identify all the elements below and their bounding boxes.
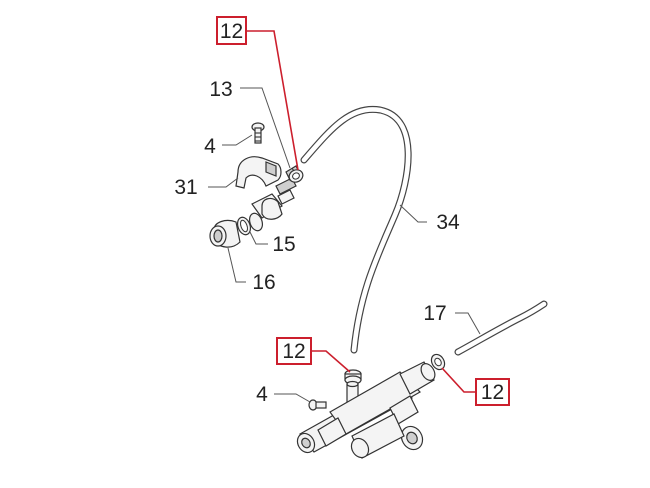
hose-34 bbox=[300, 105, 412, 354]
leader-16 bbox=[227, 247, 246, 283]
leader-12-right bbox=[441, 367, 476, 393]
o-ring-15 bbox=[236, 212, 264, 236]
callout-4-top: 4 bbox=[204, 135, 216, 158]
highlight-box-12-right bbox=[475, 378, 510, 406]
leader-12-mid bbox=[311, 350, 351, 373]
highlight-box-12-top bbox=[216, 16, 247, 45]
callout-12-mid: 12 bbox=[282, 340, 305, 363]
bracket-31 bbox=[235, 156, 282, 189]
lower-manifold-assembly bbox=[296, 353, 446, 459]
callout-15: 15 bbox=[272, 233, 295, 256]
callout-17: 17 bbox=[423, 302, 446, 325]
callout-13: 13 bbox=[209, 78, 232, 101]
leader-4-top bbox=[222, 134, 253, 146]
outlet-connectors bbox=[350, 361, 436, 459]
clamp-12-right bbox=[430, 353, 446, 371]
screw-4-bottom bbox=[308, 399, 327, 411]
callout-34: 34 bbox=[436, 211, 460, 234]
upper-valve-assembly bbox=[209, 122, 304, 248]
callout-4-bottom: 4 bbox=[256, 383, 268, 406]
leader-13 bbox=[240, 87, 291, 169]
callout-labels: 12 13 4 31 15 16 34 17 12 12 4 bbox=[174, 16, 510, 406]
clamp-12-top bbox=[288, 169, 304, 183]
highlight-box-12-mid bbox=[276, 337, 312, 365]
manifold-body bbox=[296, 371, 421, 454]
callout-12-right: 12 bbox=[481, 381, 504, 404]
callout-16: 16 bbox=[252, 271, 275, 294]
valve-body bbox=[251, 177, 297, 220]
screw-4-top bbox=[251, 122, 265, 144]
hose-17 bbox=[454, 300, 548, 356]
leader-15 bbox=[249, 231, 268, 245]
callout-31: 31 bbox=[174, 176, 197, 199]
leader-4-bottom bbox=[274, 393, 311, 403]
leader-lines bbox=[208, 30, 481, 403]
leader-12-top bbox=[246, 30, 299, 171]
leader-34 bbox=[399, 204, 427, 223]
fitting-16 bbox=[209, 219, 241, 248]
leader-31 bbox=[208, 177, 239, 188]
leader-17 bbox=[455, 312, 481, 335]
callout-12-top: 12 bbox=[220, 20, 243, 43]
